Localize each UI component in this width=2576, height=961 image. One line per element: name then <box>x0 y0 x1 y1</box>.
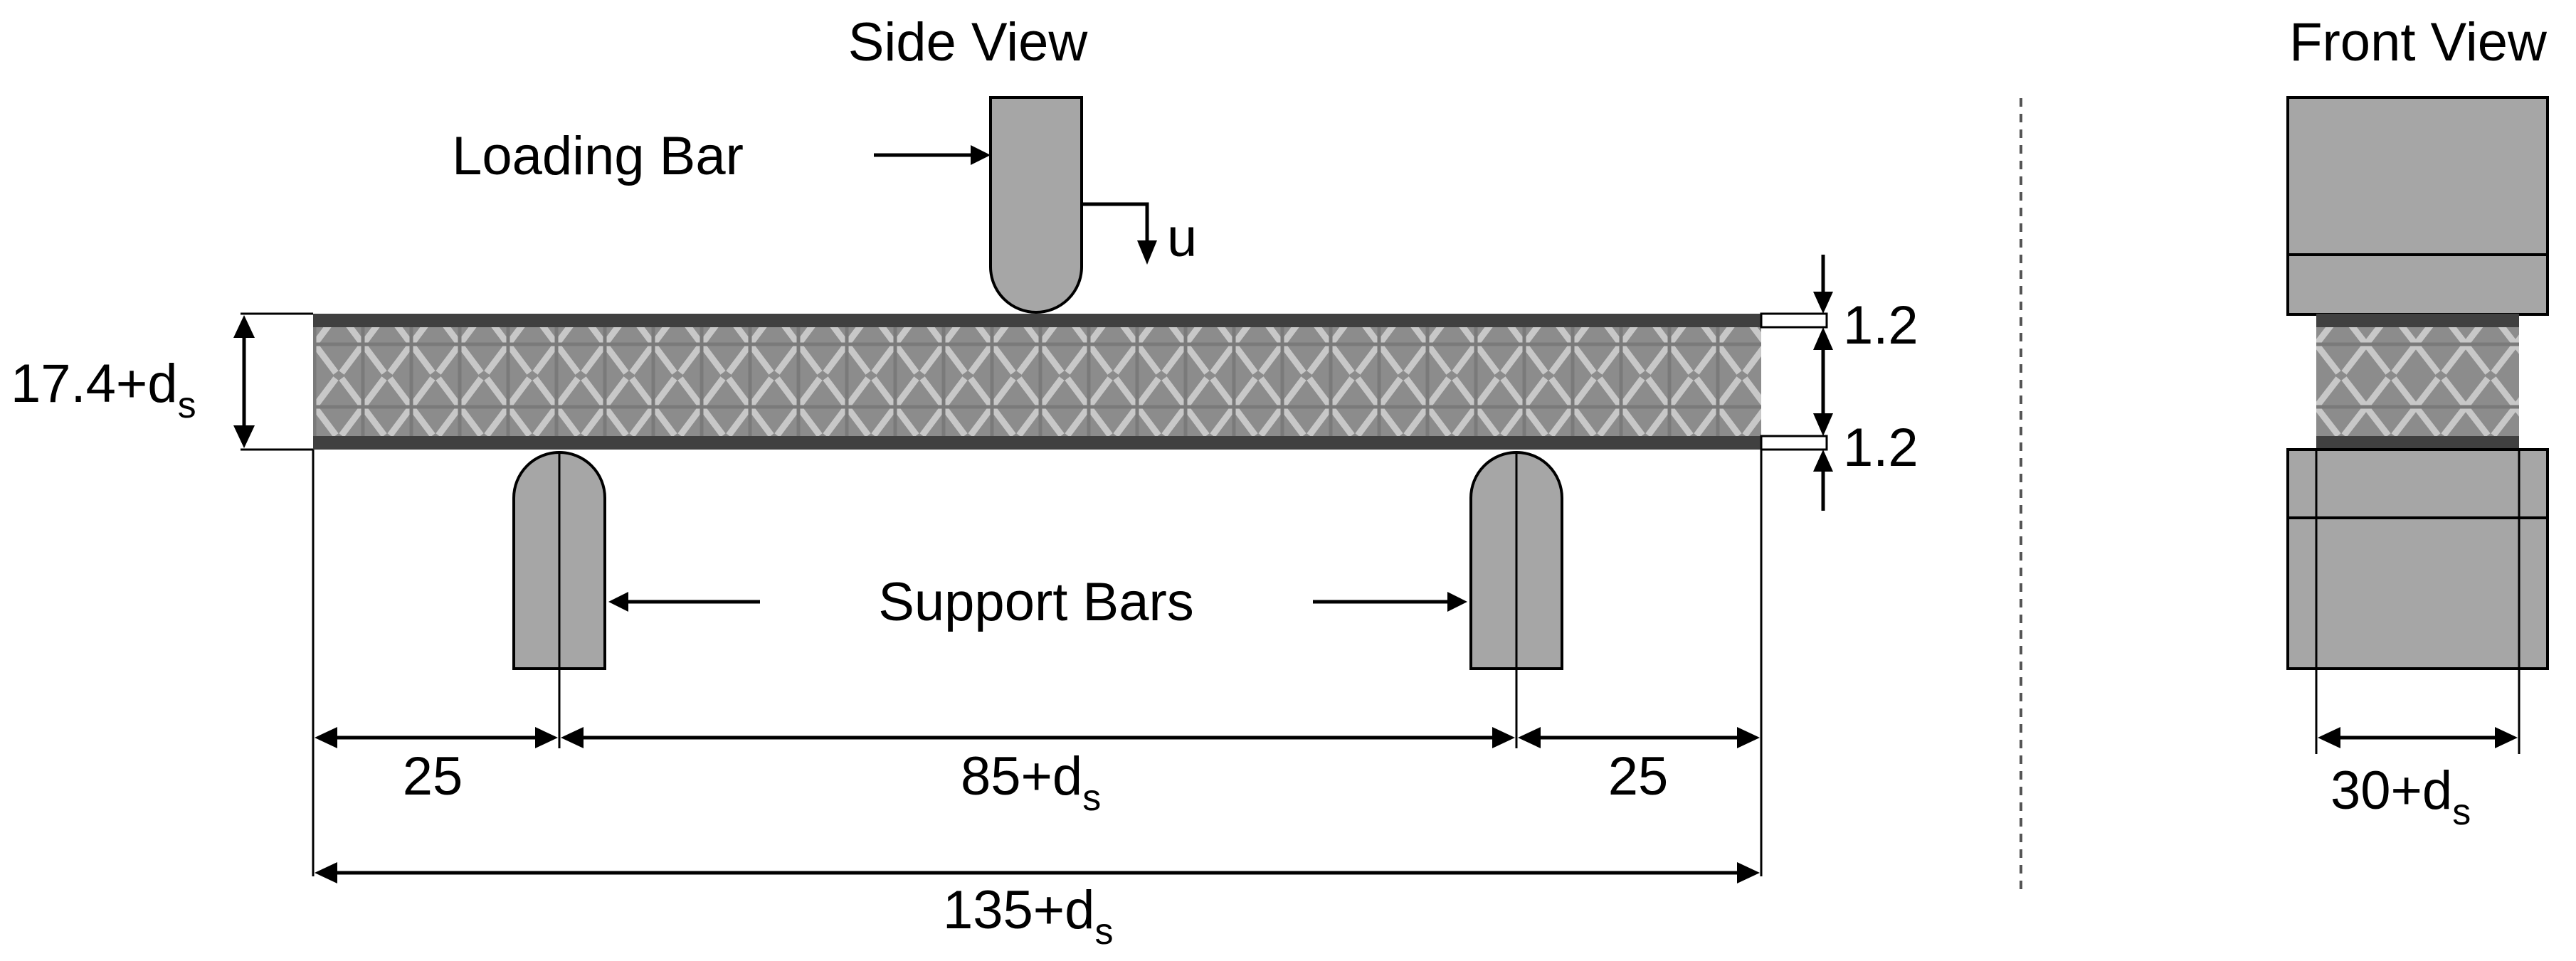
length-extension-lines <box>312 450 1763 876</box>
front-support-bar <box>2286 448 2549 670</box>
left-overhang-dimension <box>315 727 558 748</box>
side-view-title: Side View <box>848 12 1089 73</box>
span-label-subscript: s <box>1082 777 1101 819</box>
height-dimension <box>233 312 313 451</box>
span-dimension <box>561 727 1515 748</box>
front-lattice-core <box>2316 327 2519 436</box>
right-overhang-dimension <box>1518 727 1760 748</box>
bottom-face-sheet <box>313 436 1761 450</box>
span-label-main: 85+d <box>961 746 1082 807</box>
total-length-label-subscript: s <box>1094 911 1113 952</box>
front-width-label-subscript: s <box>2452 792 2471 833</box>
loading-bar-label: Loading Bar <box>452 126 744 186</box>
height-label: 17.4+ds <box>11 354 196 426</box>
loading-bar-pointer-arrow <box>874 145 991 165</box>
bottom-face-thickness-label: 1.2 <box>1843 418 1918 478</box>
face-sheet-dimension <box>1760 255 1833 511</box>
height-label-main: 17.4+d <box>11 354 178 414</box>
left-support-pointer-arrow <box>608 592 760 612</box>
support-bars-label: Support Bars <box>878 572 1194 632</box>
total-length-label-main: 135+d <box>943 880 1094 940</box>
top-face-thickness-label: 1.2 <box>1843 295 1918 356</box>
front-bottom-face-sheet <box>2316 436 2519 450</box>
left-overhang-label: 25 <box>403 746 463 807</box>
height-label-subscript: s <box>178 385 196 426</box>
displacement-arrow <box>1082 202 1157 265</box>
front-width-dimension <box>2315 450 2520 754</box>
span-label: 85+ds <box>961 746 1101 819</box>
front-width-label-main: 30+d <box>2330 760 2452 821</box>
right-support-pointer-arrow <box>1313 592 1467 612</box>
front-top-face-sheet <box>2316 314 2519 327</box>
top-face-sheet <box>313 314 1761 327</box>
front-view-title: Front View <box>2289 12 2548 73</box>
right-overhang-label: 25 <box>1608 746 1669 807</box>
front-loading-bar <box>2286 96 2549 316</box>
loading-bar <box>989 96 1083 314</box>
lattice-core <box>313 327 1761 436</box>
front-width-label: 30+ds <box>2330 760 2471 833</box>
total-length-dimension <box>315 862 1760 883</box>
total-length-label: 135+ds <box>943 880 1113 952</box>
displacement-label: u <box>1167 208 1197 268</box>
